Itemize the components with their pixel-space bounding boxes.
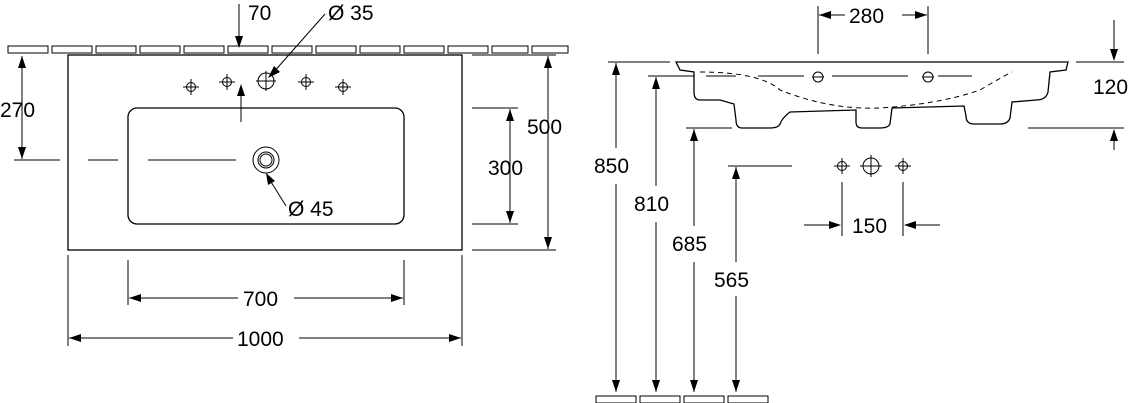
dim-supply-spacing: 150 bbox=[852, 215, 887, 238]
dim-tap-depth: 270 bbox=[0, 99, 35, 122]
dim-tap-spacing: 280 bbox=[849, 5, 884, 28]
dim-bowl-depth: 300 bbox=[488, 157, 523, 180]
bowl-outline bbox=[127, 107, 405, 225]
basin-profile bbox=[674, 61, 1069, 129]
floor-hatch bbox=[595, 395, 769, 403]
dim-tap-offset: 70 bbox=[248, 2, 271, 25]
dim-overall-depth: 500 bbox=[527, 116, 562, 139]
dim-bowl-width: 700 bbox=[243, 288, 278, 311]
main-tap-hole bbox=[256, 71, 276, 91]
tap-holes bbox=[182, 71, 352, 96]
dim-underside-height: 810 bbox=[634, 193, 669, 216]
wall-hatch bbox=[7, 45, 569, 54]
basin-outline bbox=[67, 54, 463, 251]
bowl-section-dashed bbox=[699, 71, 1013, 109]
dim-basin-height: 120 bbox=[1093, 76, 1128, 99]
dim-tap-hole: Ø 35 bbox=[328, 2, 374, 25]
section-tap-holes bbox=[812, 71, 934, 83]
dim-waste-height: 685 bbox=[672, 233, 707, 256]
dim-supply-height: 565 bbox=[714, 269, 749, 292]
dim-drain: Ø 45 bbox=[288, 198, 334, 221]
plan-view: 70 Ø 35 Ø 45 270 500 300 bbox=[0, 2, 569, 351]
supply-connections bbox=[833, 155, 912, 177]
dim-overall-width: 1000 bbox=[237, 328, 284, 351]
drain-symbol bbox=[252, 146, 280, 174]
section-view: 280 120 850 810 685 bbox=[594, 5, 1128, 403]
dim-rim-height: 850 bbox=[594, 155, 629, 178]
